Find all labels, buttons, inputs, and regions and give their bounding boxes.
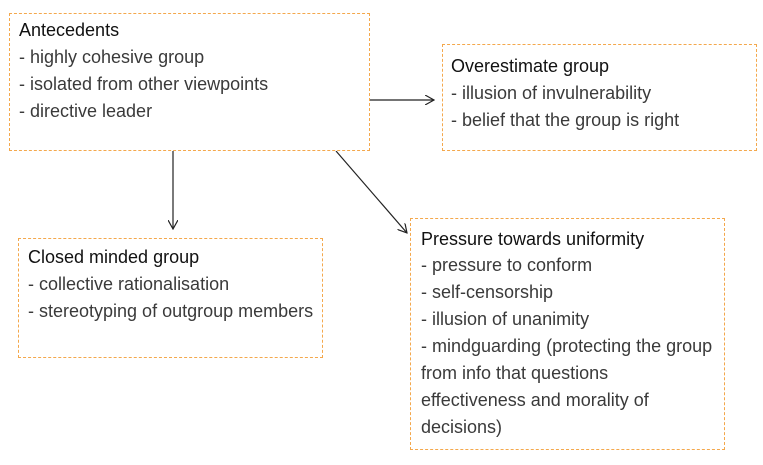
antecedents-box: Antecedents - highly cohesive group - is… bbox=[9, 13, 370, 151]
closed-minded-group-title: Closed minded group bbox=[28, 247, 200, 267]
closed-minded-group-item: - stereotyping of outgroup members bbox=[28, 301, 314, 321]
overestimate-group-list: - illusion of invulnerability - belief t… bbox=[451, 80, 748, 134]
closed-minded-group-list: - collective rationalisation - stereotyp… bbox=[28, 271, 314, 325]
antecedents-item: - highly cohesive group bbox=[19, 47, 205, 67]
antecedents-item: - directive leader bbox=[19, 101, 153, 121]
pressure-towards-uniformity-item: - self-censorship bbox=[421, 282, 554, 302]
overestimate-group-item: - illusion of invulnerability bbox=[451, 83, 652, 103]
arrow-antecedents-to-pressure bbox=[335, 150, 407, 233]
pressure-towards-uniformity-list: - pressure to conform - self-censorship … bbox=[421, 252, 716, 441]
overestimate-group-item: - belief that the group is right bbox=[451, 110, 680, 130]
closed-minded-group-item: - collective rationalisation bbox=[28, 274, 230, 294]
pressure-towards-uniformity-item: - mindguarding (protecting the group fro… bbox=[421, 336, 713, 437]
antecedents-title: Antecedents bbox=[19, 20, 120, 40]
pressure-towards-uniformity-title: Pressure towards uniformity bbox=[421, 229, 645, 249]
overestimate-group-title: Overestimate group bbox=[451, 56, 610, 76]
pressure-towards-uniformity-item: - pressure to conform bbox=[421, 255, 593, 275]
antecedents-item: - isolated from other viewpoints bbox=[19, 74, 269, 94]
overestimate-group-box: Overestimate group - illusion of invulne… bbox=[442, 44, 757, 151]
closed-minded-group-box: Closed minded group - collective rationa… bbox=[18, 238, 323, 358]
pressure-towards-uniformity-item: - illusion of unanimity bbox=[421, 309, 590, 329]
pressure-towards-uniformity-box: Pressure towards uniformity - pressure t… bbox=[410, 218, 725, 450]
antecedents-list: - highly cohesive group - isolated from … bbox=[19, 44, 361, 125]
